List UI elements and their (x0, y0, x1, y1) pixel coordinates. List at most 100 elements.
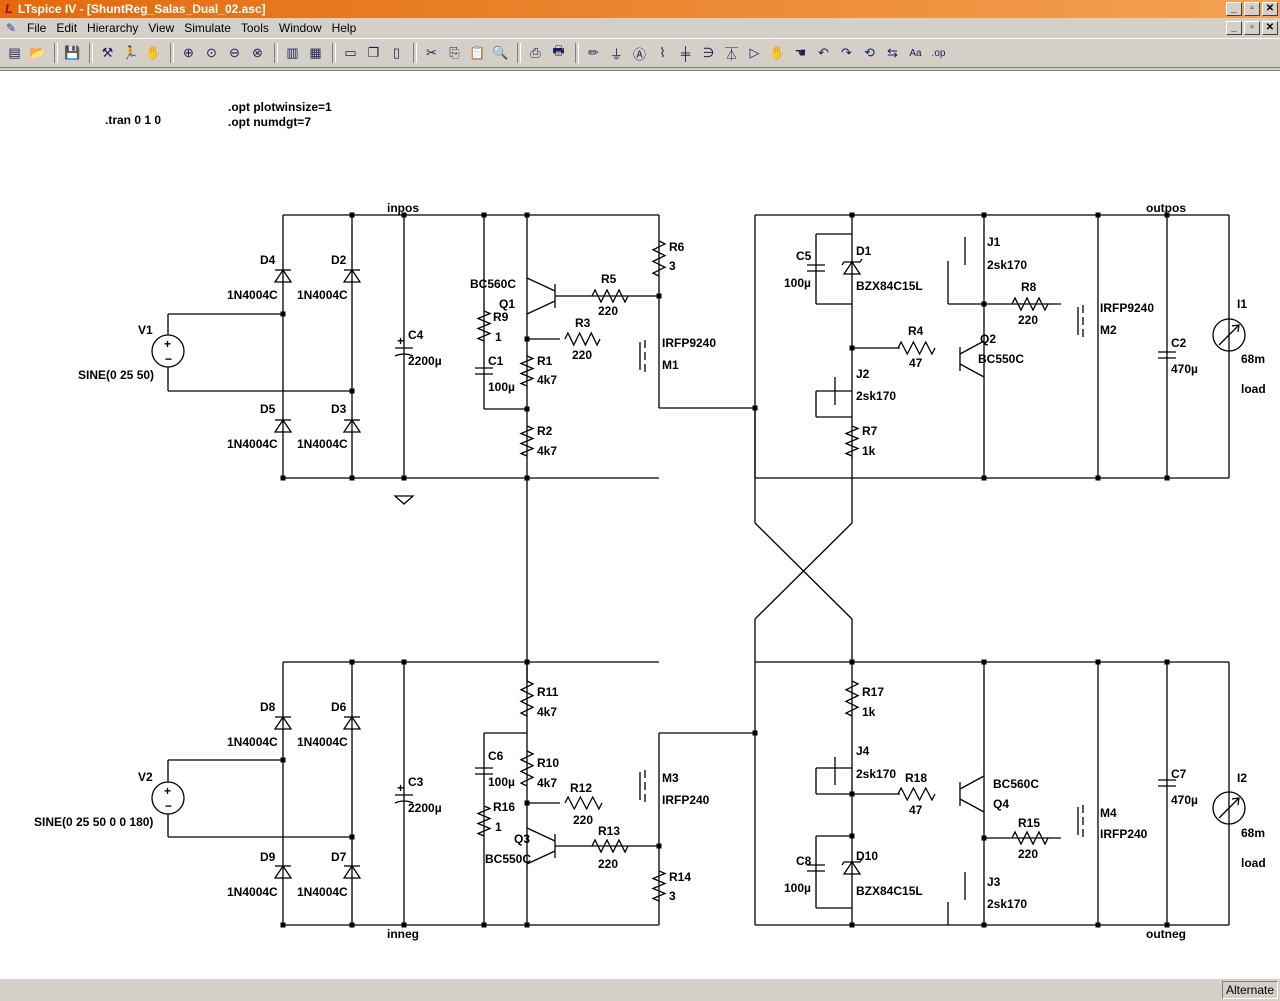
control-panel-icon[interactable]: ⚒ (101, 45, 114, 60)
net-label-inpos[interactable]: inpos (387, 201, 419, 215)
label-D1[interactable]: D1 (856, 244, 872, 258)
component-icon[interactable]: ▷ (749, 45, 760, 60)
resistor-icon[interactable]: ⌇ (659, 45, 666, 60)
junction-dot[interactable] (524, 406, 530, 412)
junction-dot[interactable] (1095, 922, 1101, 928)
value-C4[interactable]: 2200µ (408, 354, 442, 368)
value-C5[interactable]: 100µ (784, 276, 811, 290)
cut-icon[interactable]: ✂ (426, 45, 437, 60)
save-icon[interactable]: 💾 (64, 45, 81, 60)
value-R18[interactable]: 47 (909, 803, 923, 817)
junction-dot[interactable] (849, 791, 855, 797)
label-R12[interactable]: R12 (570, 781, 592, 795)
label-Q1[interactable]: Q1 (499, 297, 515, 311)
bjt-Q1[interactable] (526, 277, 556, 315)
diode-D6[interactable] (342, 715, 362, 730)
menu-view[interactable]: View (148, 21, 175, 35)
move-icon[interactable]: ✋ (769, 45, 786, 60)
junction-dot[interactable] (349, 659, 355, 665)
capacitor-C6[interactable] (475, 767, 493, 775)
maximize-button[interactable]: ▫ (1244, 2, 1260, 16)
diode-D2[interactable] (342, 268, 362, 283)
value-C2[interactable]: 470µ (1171, 362, 1198, 376)
junction-dot[interactable] (1164, 659, 1170, 665)
value-D1[interactable]: BZX84C15L (856, 279, 923, 293)
value-R11[interactable]: 4k7 (537, 705, 557, 719)
junction-dot[interactable] (524, 659, 530, 665)
inductor-icon[interactable]: ∋ (702, 45, 715, 60)
ground-symbol[interactable] (393, 495, 415, 505)
bjt-Q4[interactable] (959, 775, 985, 813)
menu-edit[interactable]: Edit (56, 21, 78, 35)
waveform-icon[interactable]: ▥ (286, 45, 299, 60)
copy-icon[interactable]: ⎘ (449, 45, 460, 60)
label-Q3[interactable]: Q3 (514, 832, 530, 846)
bjt-Q3[interactable] (526, 827, 556, 865)
capacitor-C1[interactable] (475, 367, 493, 375)
junction-dot[interactable] (481, 922, 487, 928)
zoom-out-icon[interactable]: ⊖ (229, 45, 240, 60)
resistor-R2[interactable] (519, 425, 535, 457)
label-C2[interactable]: C2 (1171, 336, 1187, 350)
label-R13[interactable]: R13 (598, 824, 620, 838)
diode-D5[interactable] (273, 418, 293, 433)
menu-help[interactable]: Help (331, 21, 357, 35)
schematic-drawing[interactable]: .tran 0 1 0 .opt plotwinsize=1 .opt numd… (0, 71, 1280, 977)
doc-close-button[interactable]: ✕ (1262, 21, 1278, 35)
value-V2[interactable]: SINE(0 25 50 0 0 180) (34, 815, 153, 829)
junction-dot[interactable] (1095, 475, 1101, 481)
resistor-R8[interactable] (1011, 296, 1049, 312)
extra-I2[interactable]: load (1241, 856, 1266, 870)
junction-dot[interactable] (349, 834, 355, 840)
value-M4[interactable]: IRFP240 (1100, 827, 1148, 841)
label-D6[interactable]: D6 (331, 700, 347, 714)
halt-icon[interactable]: ✋ (145, 45, 162, 60)
value-D6[interactable]: 1N4004C (297, 735, 348, 749)
value-D3[interactable]: 1N4004C (297, 437, 348, 451)
resistor-R18[interactable] (897, 786, 936, 802)
label-V2[interactable]: V2 (138, 770, 153, 784)
label-M4[interactable]: M4 (1100, 806, 1117, 820)
ground-icon[interactable]: ⏚ (609, 46, 623, 62)
junction-dot[interactable] (401, 922, 407, 928)
label-D4[interactable]: D4 (260, 253, 276, 267)
wire-icon[interactable]: ✏ (588, 45, 599, 60)
resistor-R14[interactable] (651, 870, 667, 902)
label-R18[interactable]: R18 (905, 771, 927, 785)
junction-dot[interactable] (280, 757, 286, 763)
drag-icon[interactable]: ☚ (794, 45, 807, 60)
label-R15[interactable]: R15 (1018, 816, 1040, 830)
label-J1[interactable]: J1 (987, 235, 1001, 249)
value-C8[interactable]: 100µ (784, 881, 811, 895)
junction-dot[interactable] (524, 800, 530, 806)
junction-dot[interactable] (349, 922, 355, 928)
junction-dot[interactable] (1095, 659, 1101, 665)
opt-directive-2[interactable]: .opt numdgt=7 (228, 115, 311, 129)
redo-icon[interactable]: ↷ (841, 45, 852, 60)
rotate-icon[interactable]: ⟲ (864, 45, 875, 60)
junction-dot[interactable] (849, 212, 855, 218)
label-M2[interactable]: M2 (1100, 323, 1117, 337)
menu-file[interactable]: File (27, 21, 47, 35)
value-Q3[interactable]: BC550C (485, 852, 531, 866)
label-R6[interactable]: R6 (669, 240, 685, 254)
diode-D4[interactable] (273, 268, 293, 283)
junction-dot[interactable] (981, 475, 987, 481)
label-R4[interactable]: R4 (908, 324, 924, 338)
print-setup-icon[interactable]: ⎙ (530, 45, 541, 60)
value-C7[interactable]: 470µ (1171, 793, 1198, 807)
value-R16[interactable]: 1 (495, 820, 502, 834)
junction-dot[interactable] (524, 212, 530, 218)
label-C1[interactable]: C1 (488, 354, 504, 368)
zener-D10[interactable] (841, 858, 863, 875)
junction-dot[interactable] (656, 293, 662, 299)
label-R11[interactable]: R11 (537, 685, 559, 699)
label-R7[interactable]: R7 (862, 424, 878, 438)
junction-dot[interactable] (981, 835, 987, 841)
tile-horizontal-icon[interactable]: ▭ (344, 45, 357, 60)
junction-dot[interactable] (849, 345, 855, 351)
value-J3[interactable]: 2sk170 (987, 897, 1027, 911)
junction-dot[interactable] (1095, 212, 1101, 218)
junction-dot[interactable] (656, 843, 662, 849)
zoom-fit-icon[interactable]: ⊗ (252, 45, 263, 60)
